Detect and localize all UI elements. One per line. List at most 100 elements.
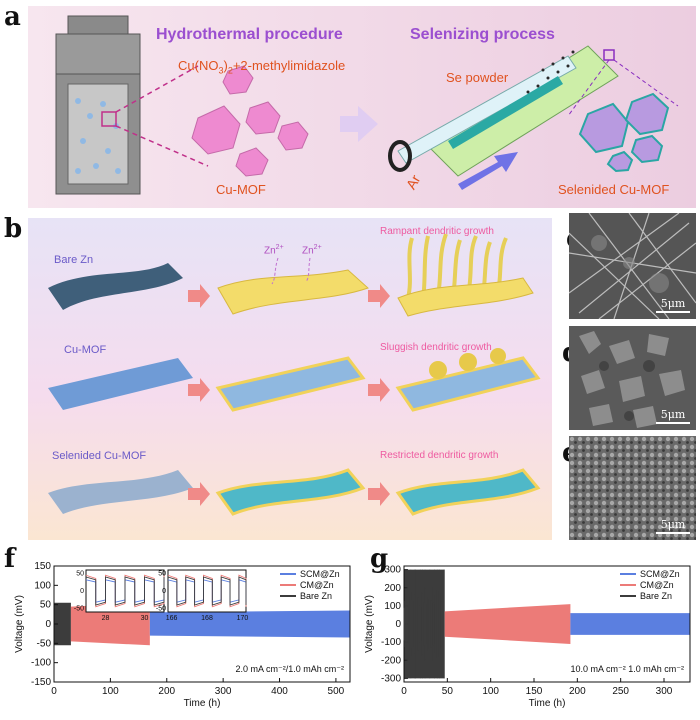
selenided-cu-mof-label: Selenided Cu-MOF [558,182,670,197]
f-inset-xtick-label: 28 [102,615,110,622]
series-band-f-2 [149,610,350,638]
f-inset-xtick-label: 170 [237,615,249,622]
g-xtick-label: 300 [656,686,673,697]
f-xtick-label: 100 [102,686,119,697]
bare-zn-sheet-icon [48,263,183,310]
f-legend-label: CM@Zn [300,580,334,590]
panel-label-g: g [370,544,389,574]
f-xtick-label: 400 [271,686,288,697]
zn-deposit-sheet-icon [217,269,369,315]
f-ylabel: Voltage (mV) [14,595,25,653]
f-xtick-label: 300 [215,686,232,697]
panel-label-a: a [4,2,21,32]
selenided-sheet-icon [48,470,193,514]
series-band-g-2 [570,613,690,635]
row-name-bare-zn: Bare Zn [54,254,94,266]
f-xtick-label: 200 [158,686,175,697]
g-ytick-label: -300 [381,673,401,684]
sem-texture-e [569,436,696,540]
row-name-selenided: Selenided Cu-MOF [52,450,147,462]
scale-bar-e: 5μm [656,518,690,534]
panel-b-graphic [28,218,552,540]
g-ytick-label: 300 [384,565,401,576]
g-condition: 10.0 mA cm⁻² 1.0 mAh cm⁻² [570,664,684,674]
se-powder-label: Se powder [446,70,509,85]
series-band-g-1 [444,604,571,644]
scale-bar-c: 5μm [656,297,690,313]
f-inset-trace [85,576,165,606]
f-ytick-label: 100 [34,580,51,591]
series-band-f-0 [54,602,71,646]
cu-mof-sheet-icon [48,358,193,410]
autoclave-icon [55,15,141,195]
g-ytick-label: 100 [384,601,401,612]
hydrothermal-title: Hydrothermal procedure [156,26,343,43]
f-inset-0: 28 30 -50 0 50 [74,569,165,622]
argon-flow-arrow-icon [458,152,518,190]
f-ytick-label: -150 [31,677,51,688]
process-arrow-icon [340,106,378,142]
sem-image-c: 5μm [569,213,696,319]
panel-a-graphic [28,6,696,208]
row-result-cu-mof: Sluggish dendritic growth [380,342,492,353]
g-ytick-label: -100 [381,637,401,648]
f-inset-ytick-label: -50 [156,606,166,613]
step-arrows-icon [188,284,390,506]
g-ylabel: Voltage (mV) [364,595,375,653]
f-inset-xtick-label: 166 [166,615,178,622]
g-xtick-label: 0 [401,686,407,697]
selenided-crystals-icon [578,92,670,173]
f-ytick-label: 50 [40,600,52,611]
g-xtick-label: 100 [482,686,499,697]
row-result-selenided: Restricted dendritic growth [380,450,499,461]
f-ytick-label: 0 [45,619,51,630]
f-condition: 2.0 mA cm⁻²/1.0 mAh cm⁻² [235,664,344,674]
g-ytick-label: 0 [395,619,401,630]
g-xtick-label: 150 [526,686,543,697]
g-ytick-label: -200 [381,655,401,666]
f-xtick-label: 500 [328,686,345,697]
g-ytick-label: 200 [384,583,401,594]
sem-texture-d [569,326,696,430]
sem-image-d: 5μm [569,326,696,430]
sem-image-e: 5μm [569,436,696,540]
f-xlabel: Time (h) [184,698,221,709]
panel-b: Bare Zn Rampant dendritic growth Cu-MOF … [28,218,552,540]
f-inset-xtick-label: 168 [201,615,213,622]
f-inset-xtick-label: 30 [141,615,149,622]
row-result-bare-zn: Rampant dendritic growth [380,226,494,237]
f-inset-ytick-label: 0 [80,588,84,595]
g-legend-label: Bare Zn [640,591,672,601]
panel-a: Hydrothermal procedure Selenizing proces… [28,6,696,208]
f-inset-ytick-label: -50 [74,606,84,613]
f-ytick-label: -50 [37,638,52,649]
f-inset-ytick-label: 0 [162,588,166,595]
f-inset-trace [167,576,247,606]
selenizing-title: Selenizing process [410,26,555,43]
g-xtick-label: 200 [569,686,586,697]
g-xtick-label: 50 [442,686,454,697]
sem-texture-c [569,213,696,319]
f-inset-ytick-label: 50 [158,571,166,578]
f-inset-ytick-label: 50 [76,571,84,578]
f-xtick-label: 0 [51,686,57,697]
f-inset-1: 166 168 170 -50 0 50 [156,569,249,622]
zn-ion-label-1: Zn2+ [264,244,284,257]
f-legend-label: SCM@Zn [300,569,340,579]
f-legend-label: Bare Zn [300,591,332,601]
scale-bar-d: 5μm [656,408,690,424]
f-ytick-label: 150 [34,561,51,572]
cu-mof-crystals-icon [191,65,309,177]
reagent-label: Cu(NO3)2+2-methylimidazole [178,58,346,76]
g-xlabel: Time (h) [529,698,566,709]
chart-g: 0 50 100 150 200 250 300 -300 -200 -100 0 100 200 300… [364,565,691,709]
tube-furnace-icon [388,45,619,177]
f-inset-trace [167,574,247,608]
series-band-f-1 [70,602,150,646]
f-ytick-label: -100 [31,658,51,669]
panel-label-f: f [4,544,16,574]
g-legend-label: SCM@Zn [640,569,680,579]
g-xtick-label: 250 [612,686,629,697]
row-name-cu-mof: Cu-MOF [64,344,107,356]
